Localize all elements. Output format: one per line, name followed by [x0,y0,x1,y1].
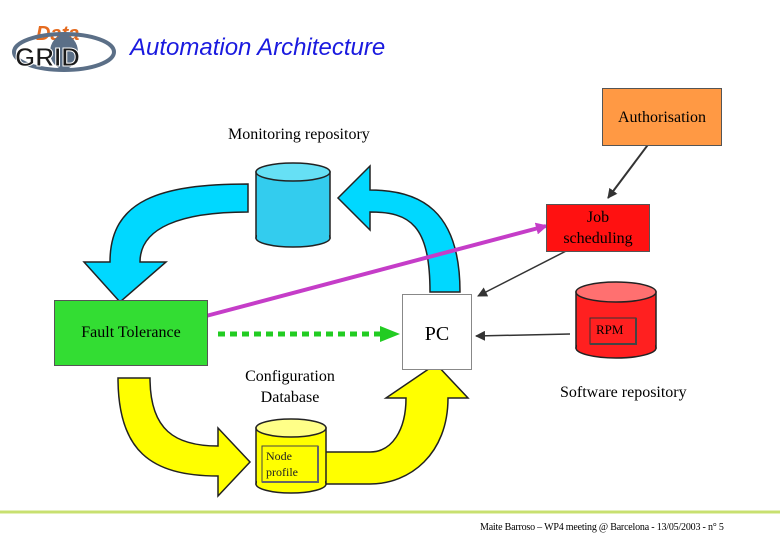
job-scheduling-label-line2: scheduling [563,230,633,247]
logo-grid-text: GRID [15,42,80,72]
rpm-label: RPM [596,322,624,337]
configuration-database-label: Configuration Database [238,366,342,408]
rpm-to-pc-arrow [475,330,571,341]
job-to-pc-arrow [477,247,573,297]
fault-to-pc-arrowhead [380,326,400,342]
job-scheduling-box: Job scheduling [546,204,650,252]
job-scheduling-label-line1: Job [586,209,610,226]
monitoring-repository-label: Monitoring repository [228,126,370,143]
fault-tolerance-label: Fault Tolerance [81,324,181,341]
yellow-arrow-left [117,377,252,498]
fault-tolerance-box: Fault Tolerance [54,300,208,366]
authorisation-label: Authorisation [618,109,706,126]
node-profile-line2: profile [266,465,298,479]
fault-to-job-arrow [205,222,548,318]
logo-ring [12,32,116,72]
configuration-database-line1: Configuration [245,368,335,385]
node-profile-cylinder [255,418,327,494]
datagrid-logo: Data GRID [12,23,116,73]
footer-text: Maite Barroso – WP4 meeting @ Barcelona … [480,522,724,533]
logo-globe [50,35,78,69]
software-repository-label: Software repository [560,384,687,401]
node-profile-label: Node profile [266,448,298,480]
configuration-database-line2: Database [260,389,320,406]
monitoring-cylinder [255,162,331,248]
yellow-arrow-right [321,363,470,485]
pc-label: PC [424,323,450,345]
node-profile-line1: Node [266,449,292,463]
cyan-arrow-left [82,183,249,304]
page-title: Automation Architecture [130,34,386,61]
cyan-arrow-right [336,164,461,293]
pc-box: PC [402,294,472,370]
authorisation-box: Authorisation [602,88,722,146]
rpm-cylinder [575,281,657,359]
